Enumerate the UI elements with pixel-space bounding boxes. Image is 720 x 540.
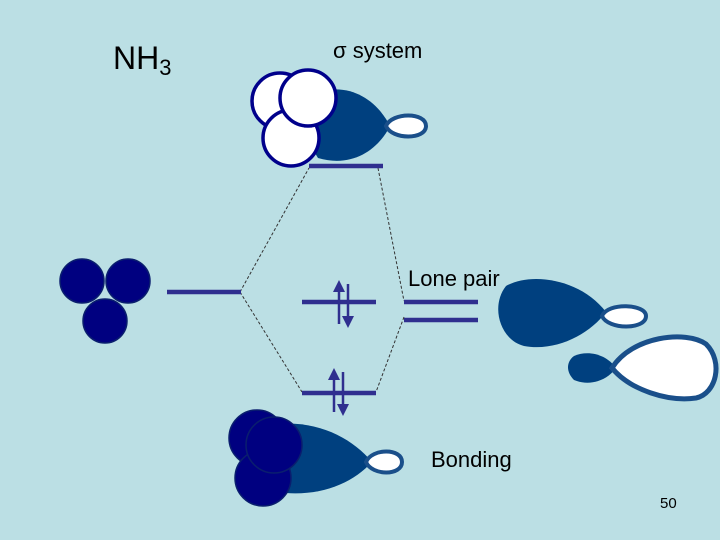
molecule-base: NH	[113, 40, 160, 76]
lone-pair-orbital-icon	[498, 278, 649, 348]
h3-fragment-icon	[59, 258, 151, 344]
sigma-system-label: σ system	[333, 38, 422, 64]
n-lobe	[498, 278, 606, 348]
h-sphere	[82, 298, 128, 344]
sigma-symbol: σ	[333, 38, 347, 63]
molecule-label: NH3	[113, 40, 171, 81]
n-large-lobe	[608, 334, 719, 402]
h-sphere	[278, 68, 338, 128]
lone-pair-orbital-alt-icon	[568, 334, 719, 402]
n-back-lobe	[363, 449, 405, 475]
n-back-lobe	[599, 304, 649, 329]
spin-arrows-lone-pair	[333, 280, 354, 328]
sigma-system-text: system	[346, 38, 423, 63]
corr-nlevel-to-bonding	[375, 316, 405, 393]
h-sphere	[245, 416, 303, 474]
molecule-subscript: 3	[159, 55, 172, 80]
bonding-orbital-icon	[228, 409, 405, 507]
bonding-label: Bonding	[431, 447, 512, 472]
page-number: 50	[660, 495, 677, 512]
spin-up-arrowhead	[333, 280, 345, 292]
correlation-lines	[239, 167, 405, 393]
n-back-lobe	[383, 113, 429, 139]
corr-h3-to-sigma	[239, 167, 310, 293]
spin-down-arrowhead	[342, 316, 354, 328]
corr-sigma-to-nlevel	[377, 167, 405, 302]
h-sphere	[59, 258, 105, 304]
spin-up-arrowhead	[328, 368, 340, 380]
lone-pair-label: Lone pair	[408, 266, 500, 291]
spin-arrows-bonding	[328, 368, 349, 416]
n-small-lobe	[568, 353, 616, 383]
h-sphere	[105, 258, 151, 304]
corr-h3-to-bonding	[239, 291, 303, 393]
sigma-orbital-icon	[250, 68, 429, 168]
spin-down-arrowhead	[337, 404, 349, 416]
